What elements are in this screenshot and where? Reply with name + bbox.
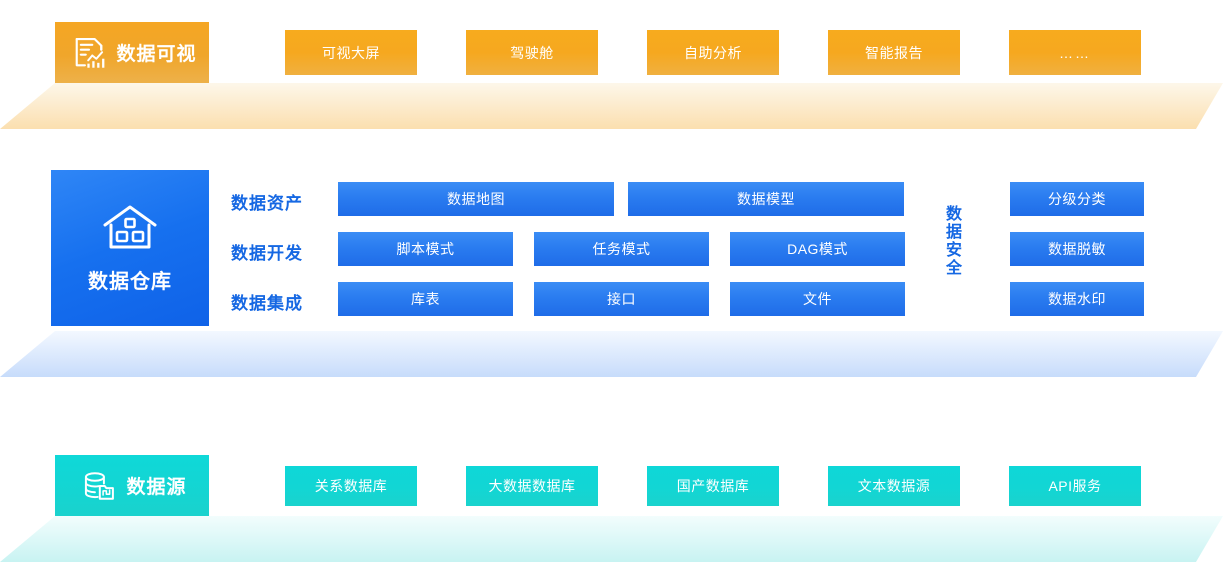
warehouse-item-label: DAG模式 [787,241,848,257]
datasource-item-1[interactable]: 大数据数据库 [466,466,598,506]
layer-chip-label: 数据源 [126,477,187,498]
warehouse-item-script-mode[interactable]: 脚本模式 [338,232,513,266]
viz-item-4[interactable]: …… [1009,30,1141,75]
security-item-masking[interactable]: 数据脱敏 [1010,232,1144,266]
security-item-label: 数据脱敏 [1048,241,1106,257]
viz-item-3[interactable]: 智能报告 [828,30,960,75]
datasource-item-2[interactable]: 国产数据库 [647,466,779,506]
viz-item-1-label: 驾驶舱 [510,44,554,61]
security-item-label: 分级分类 [1048,191,1106,207]
warehouse-row-label-assets: 数据资产 [231,194,303,213]
datasource-item-3[interactable]: 文本数据源 [828,466,960,506]
security-item-label: 数据水印 [1048,291,1106,307]
viz-item-0-label: 可视大屏 [322,44,380,61]
visualization-platform [0,83,1223,129]
document-chart-icon [71,35,107,71]
database-folder-icon [81,468,117,504]
warehouse-item-label: 任务模式 [592,241,651,257]
warehouse-item-label: 脚本模式 [396,241,455,257]
viz-item-2-label: 自助分析 [684,44,742,61]
warehouse-item-file[interactable]: 文件 [730,282,905,316]
viz-item-3-label: 智能报告 [865,44,923,61]
warehouse-platform [0,331,1223,377]
layer-chip-data-source[interactable]: 数据源 [55,455,209,516]
warehouse-item-label: 数据地图 [447,191,505,207]
warehouse-row-label-integration: 数据集成 [231,294,303,313]
layer-chip-label: 数据可视 [116,44,197,65]
warehouse-item-label: 接口 [607,291,636,307]
data-security-vertical-label: 数据安全 [943,205,960,277]
viz-item-1[interactable]: 驾驶舱 [466,30,598,75]
warehouse-row-label-development: 数据开发 [231,244,303,263]
datasource-platform [0,516,1223,562]
layer-chip-data-warehouse[interactable]: 数据仓库 [51,170,209,326]
datasource-item-2-label: 国产数据库 [676,478,750,494]
datasource-item-0-label: 关系数据库 [314,478,388,494]
viz-item-0[interactable]: 可视大屏 [285,30,417,75]
datasource-item-3-label: 文本数据源 [857,478,931,494]
layer-chip-visualization[interactable]: 数据可视 [55,22,209,83]
viz-item-2[interactable]: 自助分析 [647,30,779,75]
warehouse-item-dag-mode[interactable]: DAG模式 [730,232,905,266]
warehouse-item-data-model[interactable]: 数据模型 [628,182,904,216]
viz-item-4-label: …… [1059,44,1091,61]
warehouse-house-icon [101,203,159,255]
warehouse-item-interface[interactable]: 接口 [534,282,709,316]
datasource-item-4[interactable]: API服务 [1009,466,1141,506]
layer-chip-label: 数据仓库 [88,270,172,293]
datasource-item-4-label: API服务 [1048,478,1102,494]
warehouse-item-label: 数据模型 [737,191,795,207]
security-item-watermark[interactable]: 数据水印 [1010,282,1144,316]
security-item-classification[interactable]: 分级分类 [1010,182,1144,216]
datasource-item-0[interactable]: 关系数据库 [285,466,417,506]
warehouse-item-task-mode[interactable]: 任务模式 [534,232,709,266]
warehouse-item-data-map[interactable]: 数据地图 [338,182,614,216]
warehouse-item-label: 文件 [803,291,832,307]
datasource-item-1-label: 大数据数据库 [488,478,576,494]
warehouse-item-label: 库表 [411,291,440,307]
warehouse-item-tables[interactable]: 库表 [338,282,513,316]
